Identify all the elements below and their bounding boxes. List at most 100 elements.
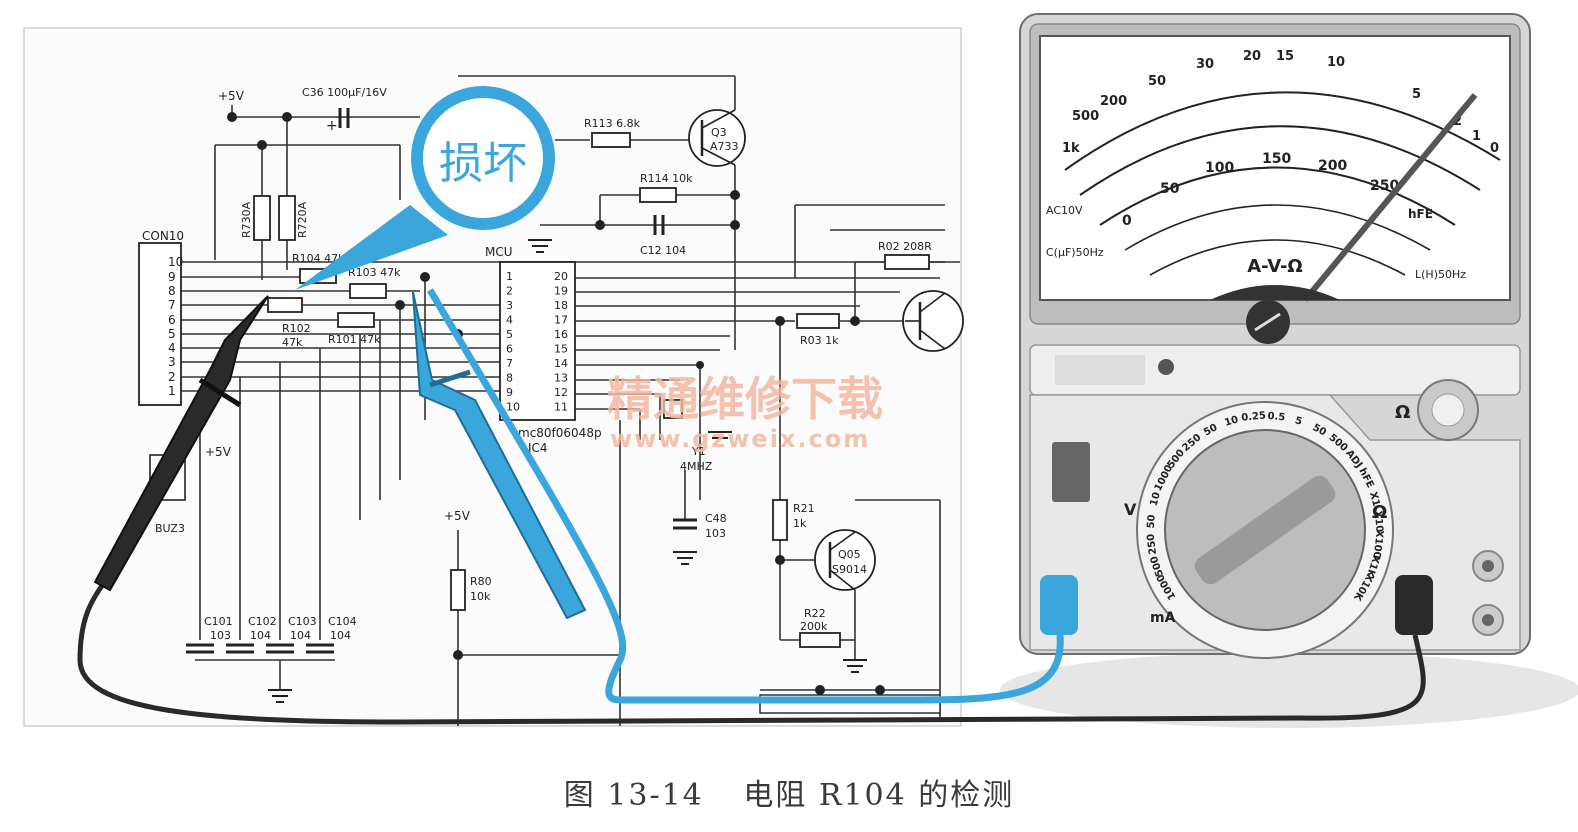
r104-label: R104 47k (292, 252, 345, 265)
mcu-pin-left: 8 (506, 372, 513, 385)
mcu-ic4: MCU mc80f06048p IC4 12345678910201918171… (485, 245, 602, 455)
c101-value: 103 (210, 629, 231, 642)
r114-label: R114 10k (640, 172, 693, 185)
meter-ohm-scale: 1k 500 200 50 30 20 15 10 5 2 1 0 (1062, 49, 1499, 156)
transistor-q3: Q3 A733 (688, 109, 746, 167)
r80-value: 10k (470, 590, 491, 603)
resistor-r03 (796, 313, 840, 329)
con10-pin-4: 4 (168, 341, 176, 355)
dial-range-label: 0.25 (1241, 410, 1267, 423)
supply-label-top: +5V (218, 89, 245, 103)
mcu-pin-left: 10 (506, 401, 520, 414)
dial-range-label: 10 (1149, 491, 1163, 507)
con10-pin-5: 5 (168, 327, 176, 341)
mcu-pin-right: 16 (554, 328, 568, 341)
mcu-pin-right: 17 (554, 314, 568, 327)
con10-pin-2: 2 (168, 370, 176, 384)
q3-value: A733 (710, 140, 739, 153)
resistor-r102 (267, 297, 303, 313)
r03-label: R03 1k (800, 334, 839, 347)
watermark-line2: www.gzweix.com (610, 425, 870, 453)
svg-text:30: 30 (1196, 57, 1214, 72)
black-probe-plug (1395, 575, 1433, 635)
svg-text:2: 2 (1453, 114, 1462, 129)
svg-text:100: 100 (1205, 160, 1234, 176)
r102-name: R102 (282, 322, 311, 335)
r103-label: R103 47k (348, 266, 401, 279)
transistor-q05: Q05 S9014 (814, 529, 876, 591)
con10-pin-8: 8 (168, 284, 176, 298)
meter-acv-label: AC10V (1046, 204, 1083, 217)
junction-dots (227, 112, 885, 695)
dial-range-label: 10 (1223, 414, 1240, 429)
c103-value: 104 (290, 629, 311, 642)
dial-ohm-label: Ω (1372, 502, 1387, 523)
c12-label: C12 104 (640, 244, 686, 257)
q05-name: Q05 (838, 548, 861, 561)
connector-con10: CON10 10 9 8 7 6 5 4 3 2 1 (138, 229, 184, 406)
mcu-pin-right: 20 (554, 270, 568, 283)
resistor-r22 (799, 632, 841, 648)
svg-text:0: 0 (1122, 213, 1132, 229)
meter-ind-label: L(H)50Hz (1415, 268, 1466, 281)
resistor-r113 (591, 132, 631, 148)
mcu-pin-right: 13 (554, 372, 568, 385)
mcu-ref: IC4 (528, 441, 548, 455)
r21-name: R21 (793, 502, 815, 515)
svg-text:5: 5 (1412, 87, 1421, 102)
black-probe-lead (77, 573, 1426, 725)
figure-title: 电阻 R104 的检测 (743, 778, 1015, 813)
svg-text:200: 200 (1318, 158, 1347, 174)
svg-text:250: 250 (1370, 178, 1399, 194)
c104-name: C104 (328, 615, 357, 628)
c101-name: C101 (204, 615, 233, 628)
meter-cap-label: C(μF)50Hz (1046, 246, 1104, 259)
dial-range-label: 50 (1146, 514, 1158, 529)
r80-name: R80 (470, 575, 492, 588)
y1-name: Y1 (691, 445, 706, 458)
ohm-knob-label: Ω (1395, 402, 1410, 423)
mcu-pin-left: 7 (506, 357, 513, 370)
r113-label: R113 6.8k (584, 117, 641, 130)
meter-needle (1302, 93, 1478, 302)
svg-text:1k: 1k (1062, 141, 1080, 156)
black-probe-guard (198, 377, 242, 408)
dial-range-label: 0.5 (1267, 411, 1286, 424)
y1-value: 4MHZ (680, 460, 713, 473)
mcu-pin-left: 3 (506, 299, 513, 312)
dial-ma-label: mA (1150, 610, 1176, 626)
r730a-label: R730A (240, 201, 253, 238)
meter-avo-label: A-V-Ω (1247, 256, 1303, 277)
r101-label: R101 47k (328, 333, 381, 346)
capacitor-c36: + C36 100μF/16V (302, 86, 387, 134)
figure-caption: 图 13-14 电阻 R104 的检测 (0, 770, 1578, 814)
c48-name: C48 (705, 512, 727, 525)
r22-value: 200k (800, 620, 828, 633)
crystal-y1 (663, 399, 683, 419)
con10-pin-9: 9 (168, 270, 176, 284)
black-probe (93, 295, 269, 592)
meter-hfe-label: hFE (1408, 207, 1433, 221)
svg-text:1: 1 (1472, 129, 1481, 144)
dial-range-label: 250 (1146, 533, 1160, 555)
svg-text:50: 50 (1160, 181, 1180, 197)
r22-name: R22 (804, 607, 826, 620)
damage-callout: 损坏 (295, 86, 555, 290)
mcu-pin-right: 11 (554, 401, 568, 414)
resistor-r02 (884, 254, 930, 270)
svg-text:150: 150 (1262, 151, 1291, 167)
dial-range-label: X10 (1372, 510, 1385, 532)
transistor-output (902, 290, 964, 352)
dial-range-label: X100 (1370, 529, 1384, 559)
svg-text:200: 200 (1100, 94, 1127, 109)
hfe-socket (1052, 442, 1090, 502)
r21-value: 1k (793, 517, 807, 530)
c36-label: C36 100μF/16V (302, 86, 387, 99)
c102-value: 104 (250, 629, 271, 642)
watermark-line1: 精通维修下载 (607, 372, 883, 426)
red-probe-lead (426, 288, 1064, 704)
svg-text:15: 15 (1276, 49, 1294, 64)
dial-range-label: X1 (1367, 491, 1382, 508)
dial-v-label: V (1124, 500, 1137, 519)
